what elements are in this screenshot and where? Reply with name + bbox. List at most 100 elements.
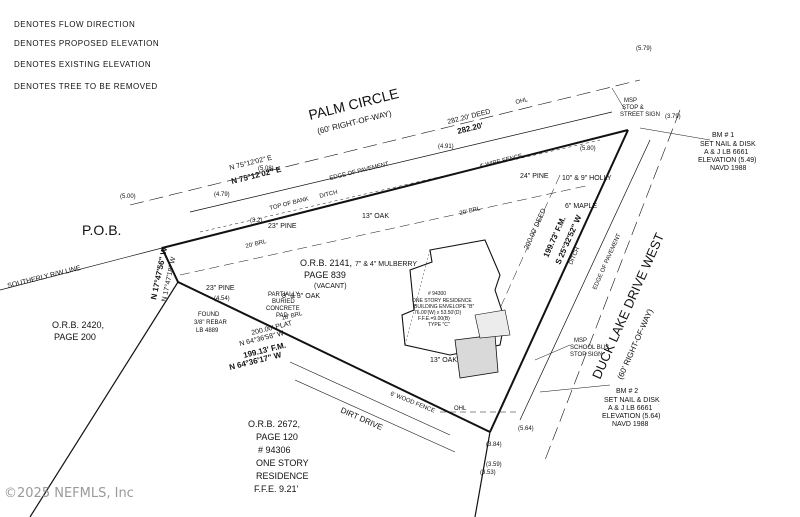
palm-centerline (129, 79, 641, 206)
bm2-label: BM # 2 SET NAIL & DISK A & J LB 6661 ELE… (602, 388, 660, 428)
house-line-4: F.F.E.=9.00(B) (418, 316, 450, 322)
edge-pavement-note: EDGE OF PAVEMENT (329, 161, 390, 182)
edge-pavement-palm (189, 111, 613, 213)
leader-bm2 (539, 384, 611, 393)
concrete-note-c: CONCRETE (266, 306, 300, 312)
house-line-3: 76.00'(W) x 53.50'(D) (414, 310, 462, 316)
south-one-story: ONE STORY (256, 458, 309, 468)
legend-proposed: DENOTES PROPOSED ELEVATION (14, 39, 160, 48)
ohl-note: OHL (454, 406, 467, 412)
stop-sign-note-b: STOP & (622, 105, 644, 111)
concrete-note-d: PAD (276, 313, 289, 319)
north-boundary (161, 129, 629, 249)
house-type: TYPE "C" (428, 322, 450, 328)
lines (0, 79, 711, 517)
elevation-label: (3.59) (486, 462, 502, 468)
edge-pavement-duck (519, 139, 651, 421)
bm1-line-1: SET NAIL & DISK (700, 141, 756, 148)
bus-stop-note-b: SCHOOL BUS (570, 345, 609, 351)
elevation-label: (5.08) (258, 166, 274, 172)
south-residence: RESIDENCE (256, 471, 309, 481)
pine-23b-label: 23" PINE (206, 285, 235, 292)
bm2-line-3: ELEVATION (5.64) (602, 413, 660, 420)
north-field: 282.20' (456, 121, 484, 136)
holly-label: 10" & 9" HOLLY (562, 175, 612, 182)
legend-existing: DENOTES EXISTING ELEVATION (14, 60, 152, 69)
oak-13b-label: 13" OAK (430, 357, 457, 364)
house-number: # 94300 (428, 291, 446, 297)
edge-pavement-duck-note: EDGE OF PAVEMENT (592, 233, 622, 291)
notes: EDGE OF PAVEMENT EDGE OF PAVEMENT 4' WIR… (194, 97, 660, 415)
concrete-note-b: BURIED (272, 299, 295, 305)
southerly-row-label: SOUTHERLY R/W LINE (7, 265, 82, 290)
duck-centerline (544, 109, 681, 461)
brl-west-note: 20' BRL (245, 239, 268, 250)
east-deed: 200.00' DEED (523, 208, 547, 251)
south-orb: O.R.B. 2672, (248, 419, 300, 429)
house-footprint (401, 239, 511, 379)
dirt-drive-line-a (289, 361, 451, 436)
dirt-drive-label: DIRT DRIVE (339, 406, 384, 433)
top-bank-note: TOP OF BANK (269, 196, 309, 212)
trees: 23" PINE 23" PINE 24" PINE 13" OAK 13" O… (206, 173, 612, 364)
elevation-label: (4.54) (214, 296, 230, 302)
found-note-c: LB 4889 (196, 328, 219, 334)
elevation-label: (5.64) (518, 426, 534, 432)
south-parcel: O.R.B. 2672, PAGE 120 # 94306 ONE STORY … (248, 419, 309, 494)
elevation-label: (3.2) (250, 218, 262, 224)
brl10-note: 10' BRL (281, 311, 304, 322)
bm2-title: BM # 2 (616, 388, 638, 395)
pine-24-label: 24" PINE (520, 173, 549, 180)
southerly-row-line (0, 247, 163, 291)
found-note-a: FOUND (198, 312, 220, 318)
bm2-line-4: NAVD 1988 (612, 421, 649, 428)
bus-stop-note-a: MSP (574, 338, 587, 344)
elevation-label: (4.91) (438, 144, 454, 150)
bm1-line-2: A & J LB 6661 (704, 149, 748, 156)
wire-fence-note: 4' WIRE FENCE (479, 154, 523, 170)
legend-tree: DENOTES TREE TO BE REMOVED (14, 82, 158, 91)
subject-orb: O.R.B. 2141, (300, 258, 352, 268)
stop-sign-note-a: MSP (624, 98, 637, 104)
mulberry-label: 7" & 4" MULBERRY (355, 261, 417, 268)
bm1-label: BM # 1 SET NAIL & DISK A & J LB 6661 ELE… (698, 132, 756, 172)
found-note-b: 3/8" REBAR (194, 320, 227, 326)
lot-line-southwest (29, 281, 179, 517)
bm2-line-1: SET NAIL & DISK (604, 397, 660, 404)
bm2-line-2: A & J LB 6661 (608, 405, 652, 412)
elevation-label: (3.79) (665, 114, 681, 120)
elevation-label: (5.00) (120, 194, 136, 200)
concrete-note-a: PARTIALLY (268, 292, 299, 298)
bm1-title: BM # 1 (712, 132, 734, 139)
brl-north (179, 184, 591, 276)
west-boundary (161, 247, 179, 283)
south-boundary (177, 281, 491, 433)
watermark: ©2025 NEFMLS, Inc (4, 486, 134, 501)
ohl-north-note: OHL (515, 97, 529, 106)
elevation-spots: (5.00) (4.79) (5.08) (3.2) (4.91) (5.79) (3.79… (120, 46, 681, 476)
elevation-label: (5.79) (636, 46, 652, 52)
bus-stop-note-c: STOP SIGN (570, 352, 602, 358)
house-line-2: BUILDING ENVELOPE "B" (414, 304, 474, 310)
legend-flow: DENOTES FLOW DIRECTION (14, 20, 136, 29)
ditch-note: DITCH (319, 190, 338, 200)
maple-label: 6" MAPLE (565, 203, 597, 210)
elevation-label: (3.53) (480, 470, 496, 476)
pine-23-label: 23" PINE (268, 223, 297, 230)
east-boundary (489, 129, 629, 433)
dirt-drive-line-b (294, 379, 456, 453)
west-page: PAGE 200 (54, 332, 96, 342)
house-line-1: ONE STORY RESIDENCE (412, 298, 472, 304)
house-label: # 94300 ONE STORY RESIDENCE BUILDING ENV… (412, 291, 474, 328)
ditch-north (199, 139, 601, 233)
leader-stop (611, 87, 626, 111)
elevation-label: (4.79) (214, 192, 230, 198)
bm1-line-4: NAVD 1988 (710, 165, 747, 172)
stop-sign-note-c: STREET SIGN (620, 112, 660, 118)
leader-bm1 (639, 127, 711, 141)
bm1-line-3: ELEVATION (5.49) (698, 157, 756, 164)
subject-vacant: (VACANT) (314, 283, 347, 290)
oak-8-label: 8" & 3" OAK (282, 293, 320, 300)
subject-page: PAGE 839 (304, 270, 346, 280)
